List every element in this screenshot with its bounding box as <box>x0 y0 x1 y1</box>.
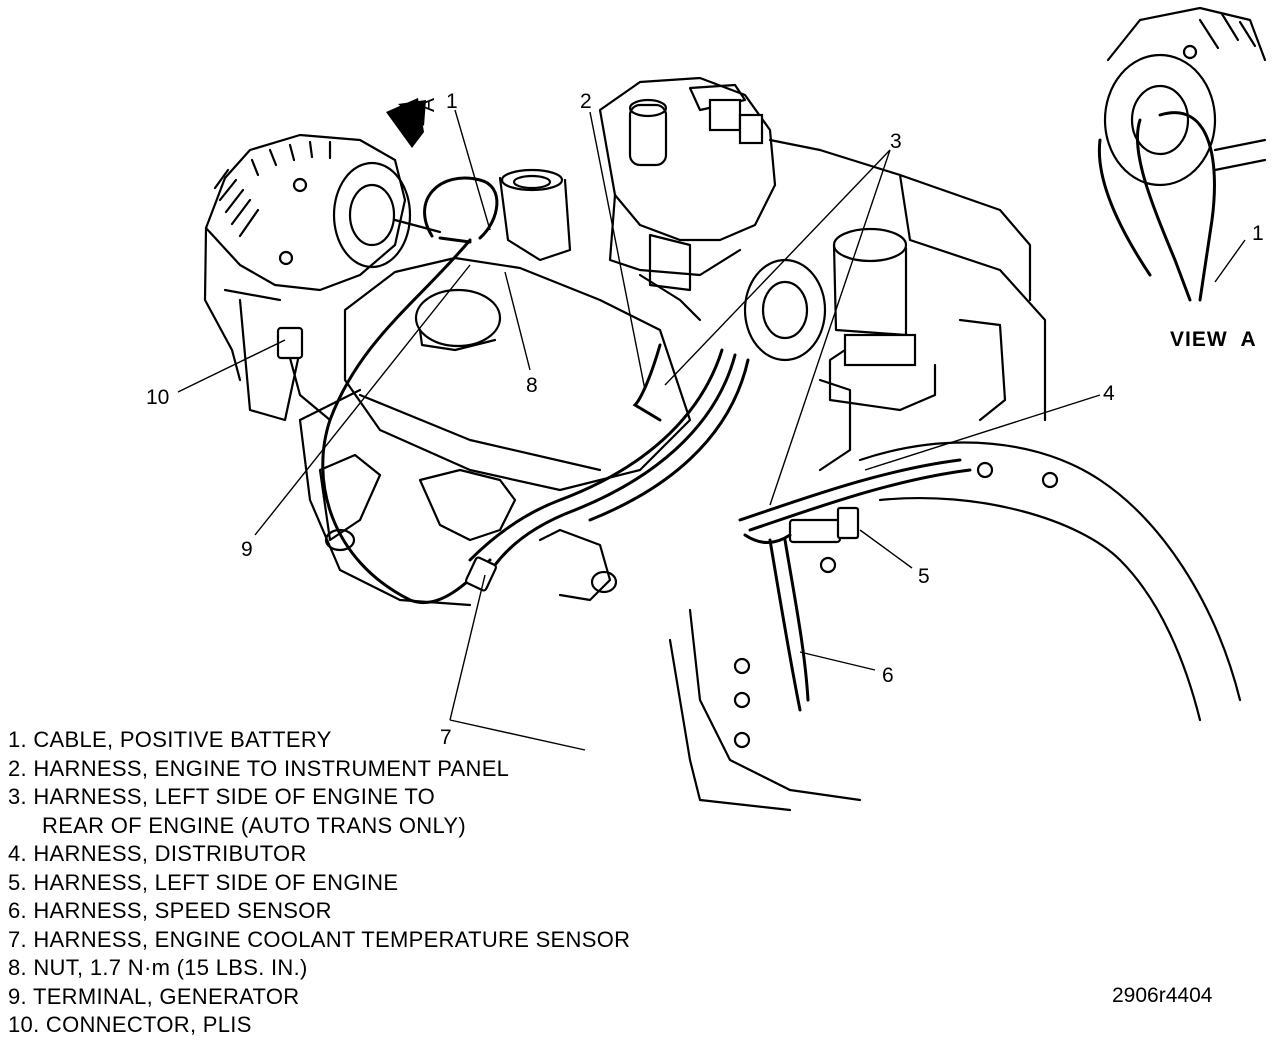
distributor <box>598 76 777 322</box>
callout-1: 1 <box>446 90 458 113</box>
callout-5: 5 <box>918 565 930 588</box>
callout-7: 7 <box>440 726 452 749</box>
view-a-callout-1: 1 <box>1252 222 1264 245</box>
legend-item-10: 10. CONNECTOR, PLIS <box>8 1012 252 1037</box>
legend-item-5: 5. HARNESS, LEFT SIDE OF ENGINE <box>8 869 399 895</box>
legend-item-4: 4. HARNESS, DISTRIBUTOR <box>8 841 307 866</box>
callout-10: 10 <box>146 386 169 409</box>
legend-item-3: 3. HARNESS, LEFT SIDE OF ENGINE TO <box>8 784 436 809</box>
legend-list: 1. CABLE, POSITIVE BATTERY 2. HARNESS, E… <box>8 726 630 1040</box>
callout-2: 2 <box>580 90 592 113</box>
water-outlet <box>498 168 572 262</box>
generator-drawing <box>203 133 442 422</box>
view-a-inset <box>1097 6 1267 302</box>
legend-item-6: 6. HARNESS, SPEED SENSOR <box>8 898 332 923</box>
callout-3: 3 <box>890 130 902 153</box>
throttle-body-area <box>743 138 1047 472</box>
callout-8: 8 <box>526 374 538 397</box>
view-a-label: VIEW A <box>1170 328 1257 351</box>
harness-wires <box>321 238 972 712</box>
legend-item-3-continued: REAR OF ENGINE (AUTO TRANS ONLY) <box>42 812 466 838</box>
legend-item-8: 8. NUT, 1.7 N·m (15 LBS. IN.) <box>8 955 308 980</box>
leader-lines <box>177 109 1101 751</box>
callouts: 1 2 3 4 5 6 7 8 9 10 1 <box>146 90 1264 749</box>
valve-cover <box>298 256 692 607</box>
callout-6: 6 <box>882 664 894 687</box>
transmission <box>668 441 1242 812</box>
view-a-arrow-letter: A <box>416 98 439 112</box>
callout-9: 9 <box>241 538 253 561</box>
legend-item-2: 2. HARNESS, ENGINE TO INSTRUMENT PANEL <box>8 755 510 781</box>
view-a-arrow: A <box>386 98 439 148</box>
figure-id: 2906r4404 <box>1112 984 1213 1007</box>
callout-4: 4 <box>1103 382 1115 405</box>
legend-item-7: 7. HARNESS, ENGINE COOLANT TEMPERATURE S… <box>8 926 631 952</box>
legend-item-9: 9. TERMINAL, GENERATOR <box>8 983 300 1009</box>
positive-battery-cable <box>423 176 499 244</box>
legend-item-1: 1. CABLE, POSITIVE BATTERY <box>8 727 332 752</box>
